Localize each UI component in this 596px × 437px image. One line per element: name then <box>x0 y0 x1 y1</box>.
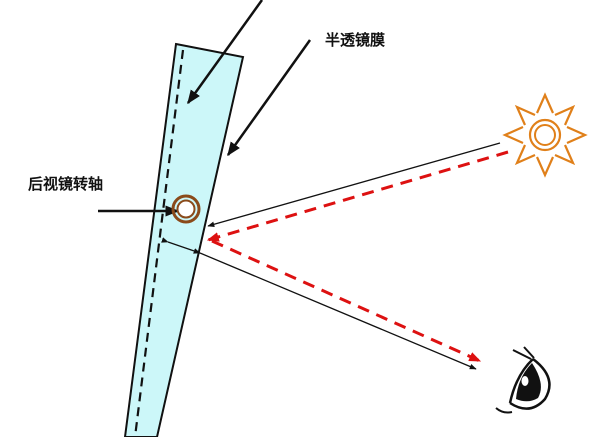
sun-icon <box>502 92 588 178</box>
film-pointer-arrow <box>226 39 312 157</box>
incident-ray <box>207 142 501 227</box>
pivot-ring-icon <box>171 194 201 224</box>
incident-ray-dashed <box>206 150 509 242</box>
thickness-marker <box>161 237 201 254</box>
pivot-label: 后视镜转轴 <box>28 175 103 193</box>
eye-icon <box>495 346 551 414</box>
reflected-ray-dashed <box>211 239 482 363</box>
reflected-ray <box>199 252 477 370</box>
mirror-back-dashed-line <box>133 49 185 437</box>
film-label: 半透镜膜 <box>325 31 385 49</box>
back-surface-pointer-arrow <box>186 0 264 105</box>
